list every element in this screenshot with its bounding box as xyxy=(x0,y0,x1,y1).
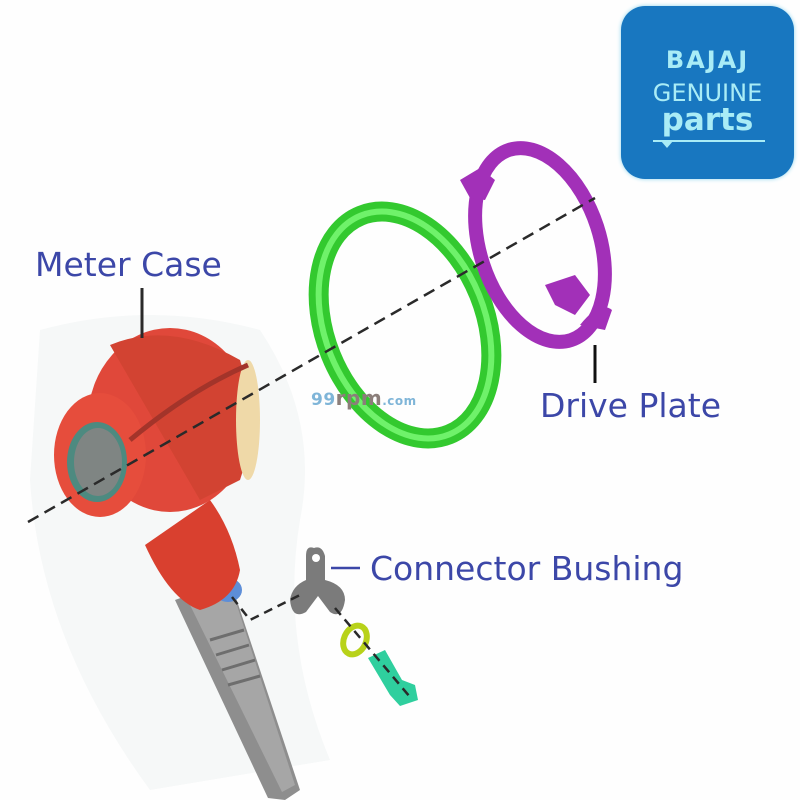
watermark-com: .com xyxy=(382,394,417,408)
watermark-99: 99 xyxy=(311,390,336,410)
drive-plate-part xyxy=(460,141,612,349)
connector-bushing-label: Connector Bushing xyxy=(370,549,684,588)
drive-plate-label: Drive Plate xyxy=(540,386,722,425)
logo-brand: BAJAJ xyxy=(665,46,750,74)
o-ring-part xyxy=(308,201,502,449)
logo-underline xyxy=(653,140,765,142)
bushing-axis-line xyxy=(231,593,301,622)
axis-line xyxy=(27,196,596,524)
bajaj-genuine-parts-logo: BAJAJ GENUINE parts xyxy=(621,6,794,179)
screw-axis-line xyxy=(334,607,411,698)
washer-part xyxy=(340,622,370,658)
meter-case-label: Meter Case xyxy=(35,245,222,284)
watermark: 99rpm.com xyxy=(311,386,417,410)
connector-bushing-part xyxy=(290,547,345,615)
logo-genuine: GENUINE xyxy=(652,79,763,107)
watermark-rpm: rpm xyxy=(335,386,383,410)
logo-arrow-icon xyxy=(661,141,673,148)
logo-parts: parts xyxy=(661,102,754,138)
meter-case-part xyxy=(54,328,260,610)
